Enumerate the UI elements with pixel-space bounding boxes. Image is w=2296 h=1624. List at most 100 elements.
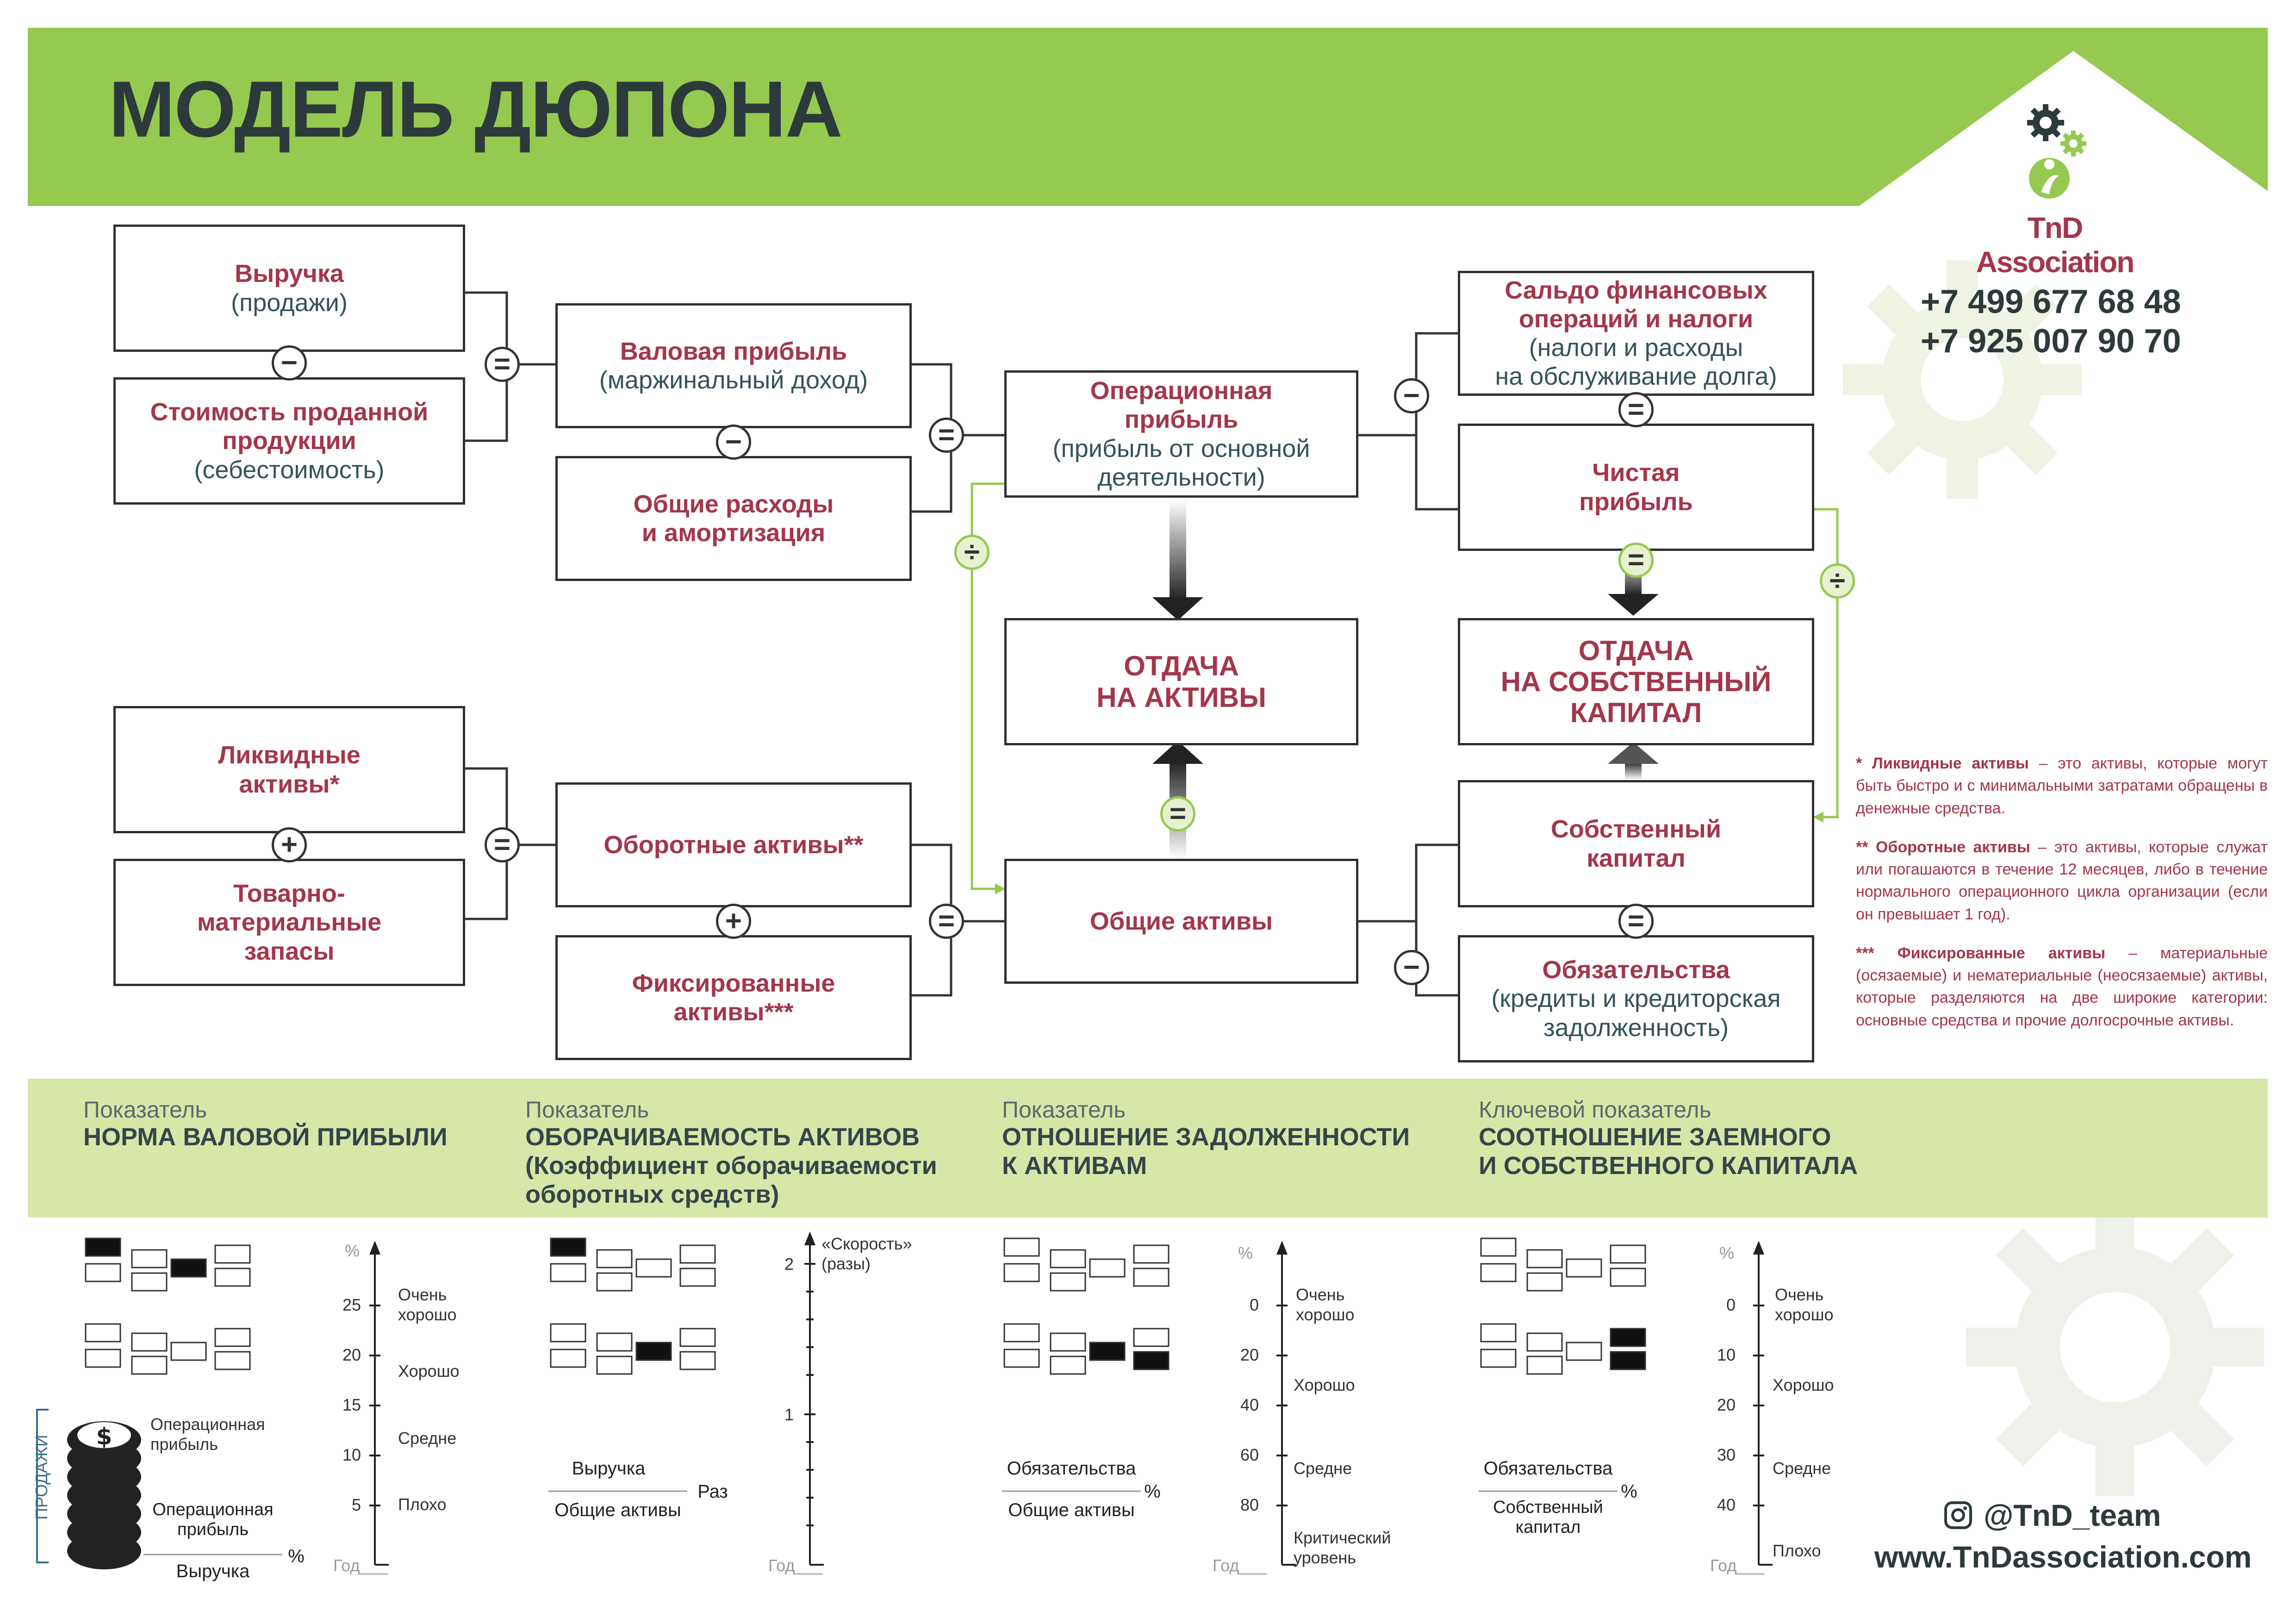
year-label: Год___: [1710, 1556, 1765, 1575]
equals-operator: =: [929, 904, 964, 939]
year-label: Год___: [1213, 1556, 1267, 1575]
website-link[interactable]: www.TnDassociation.com: [1874, 1540, 2252, 1574]
instagram-link[interactable]: @TnD_team: [1944, 1498, 2161, 1533]
minus-operator: −: [272, 345, 307, 381]
fraction-numerator: Обязательства: [1483, 1458, 1613, 1479]
scale-axis-1: [369, 1241, 389, 1566]
fraction-unit: Раз: [697, 1481, 728, 1502]
mini-diagram-4: [1480, 1237, 1646, 1375]
box-liabilities: Обязательства(кредиты и кредиторская зад…: [1458, 935, 1814, 1062]
sales-label: ПРОДАЖИ: [32, 1435, 51, 1520]
tick-label: 15: [342, 1395, 361, 1414]
brand-name: TnD Association: [1976, 211, 2135, 279]
box-net-profit: Чистая прибыль: [1458, 424, 1814, 551]
equals-operator: =: [1618, 392, 1654, 427]
header-band: [28, 28, 2268, 206]
tick-label: 20: [342, 1345, 361, 1364]
box-total-assets: Общие активы: [1004, 859, 1358, 984]
tick-label: 40: [1717, 1495, 1736, 1514]
equals-operator: =: [1160, 796, 1195, 831]
tick-label: 30: [1717, 1445, 1736, 1464]
tick-label: 20: [1717, 1395, 1736, 1414]
fraction-line: [1002, 1490, 1141, 1492]
footnote-1: * Ликвидные активы – это активы, которые…: [1856, 755, 2268, 817]
tick-label: 20: [1240, 1345, 1259, 1364]
fraction-denominator: Собственный капитал: [1493, 1498, 1603, 1537]
box-current-assets: Оборотные активы**: [555, 782, 912, 907]
instagram-handle: @TnD_team: [1984, 1498, 2161, 1532]
box-return-on-equity: ОТДАЧА НА СОБСТВЕННЫЙ КАПИТАЛ: [1458, 618, 1814, 745]
tick-label: 60: [1240, 1445, 1259, 1464]
year-label: Год___: [768, 1556, 823, 1575]
contacts: +7 499 677 68 48 +7 925 007 90 70: [1921, 282, 2181, 361]
scale-unit: %: [1719, 1243, 1735, 1262]
tick-label: 40: [1240, 1395, 1259, 1414]
level-label: Хорошо: [1294, 1375, 1355, 1394]
fraction-line: [143, 1554, 282, 1555]
box-operating-profit: Операционная прибыль(прибыль от основной…: [1004, 370, 1358, 498]
scale-unit: %: [1238, 1243, 1253, 1262]
sales-bracket: [36, 1409, 49, 1563]
footnote-3: *** Фиксированные активы – материальные …: [1856, 944, 2268, 1029]
box-fixed-assets: Фиксированные активы***: [555, 935, 912, 1060]
coin-label: Операционная прибыль: [150, 1415, 265, 1454]
phone-1[interactable]: +7 499 677 68 48: [1921, 283, 2181, 320]
equals-operator: =: [1618, 543, 1654, 578]
box-gross-profit: Валовая прибыль(маржинальный доход): [555, 303, 912, 428]
fraction-numerator: Выручка: [572, 1458, 646, 1479]
fraction-denominator: Выручка: [176, 1561, 250, 1581]
arrow-down-roa-icon: [1152, 500, 1203, 620]
mini-diagram-3: [1003, 1237, 1170, 1375]
scale-unit: «Скорость» (разы): [821, 1234, 912, 1274]
background-gear-icon: [1966, 1198, 2264, 1496]
page-title: МОДЕЛЬ ДЮПОНА: [109, 65, 843, 154]
arrow-up-roe-icon: [1608, 742, 1659, 780]
level-label: Очень хорошо: [1775, 1285, 1834, 1324]
instagram-icon: [1944, 1501, 1972, 1529]
tick-label: 25: [342, 1295, 361, 1314]
minus-operator: −: [716, 425, 751, 460]
level-label: Плохо: [1773, 1541, 1821, 1560]
fraction-line: [1479, 1490, 1618, 1492]
fraction-line: [548, 1490, 687, 1492]
footnotes: * Ликвидные активы – это активы, которые…: [1856, 752, 2268, 1048]
indicator-band: [28, 1079, 2268, 1218]
svg-text:$: $: [96, 1423, 112, 1450]
scale-axis-3: [1276, 1241, 1296, 1566]
fraction-unit: %: [288, 1546, 305, 1567]
tick-label: 80: [1240, 1495, 1259, 1514]
fraction-unit: %: [1621, 1481, 1637, 1502]
level-label: Критический уровень: [1294, 1528, 1391, 1568]
minus-operator: −: [1394, 378, 1429, 413]
level-label: Очень хорошо: [398, 1285, 457, 1324]
level-label: Плохо: [398, 1495, 447, 1514]
logo-gears-icon: [2027, 104, 2086, 199]
level-label: Средне: [398, 1429, 457, 1448]
tick-label: 5: [351, 1495, 361, 1514]
tick-label: 10: [342, 1445, 361, 1464]
plus-operator: +: [272, 827, 307, 862]
tick-label: 0: [1726, 1295, 1736, 1314]
equals-operator: =: [1618, 904, 1654, 939]
fraction-numerator: Обязательства: [1007, 1458, 1136, 1479]
phone-2[interactable]: +7 925 007 90 70: [1921, 322, 2181, 360]
mini-diagram-2: [550, 1237, 716, 1375]
coins-icon: $: [67, 1421, 141, 1569]
fraction-denominator: Общие активы: [554, 1500, 681, 1520]
box-return-on-assets: ОТДАЧА НА АКТИВЫ: [1004, 618, 1358, 745]
scale-axis-4: [1753, 1241, 1773, 1566]
year-label: Год___: [333, 1556, 388, 1575]
fraction-numerator: Операционная прибыль: [152, 1500, 274, 1539]
divide-operator: ÷: [954, 535, 989, 570]
fraction-unit: %: [1144, 1481, 1161, 1502]
box-revenue: Выручка(продажи): [113, 225, 465, 352]
box-overheads: Общие расходы и амортизация: [555, 456, 912, 581]
box-inventory: Товарно- материальные запасы: [113, 859, 465, 986]
footnote-2: ** Оборотные активы – это активы, которы…: [1856, 838, 2268, 923]
tick-label: 1: [784, 1405, 794, 1424]
fraction-denominator: Общие активы: [1008, 1500, 1135, 1520]
divide-operator: ÷: [1820, 563, 1855, 599]
